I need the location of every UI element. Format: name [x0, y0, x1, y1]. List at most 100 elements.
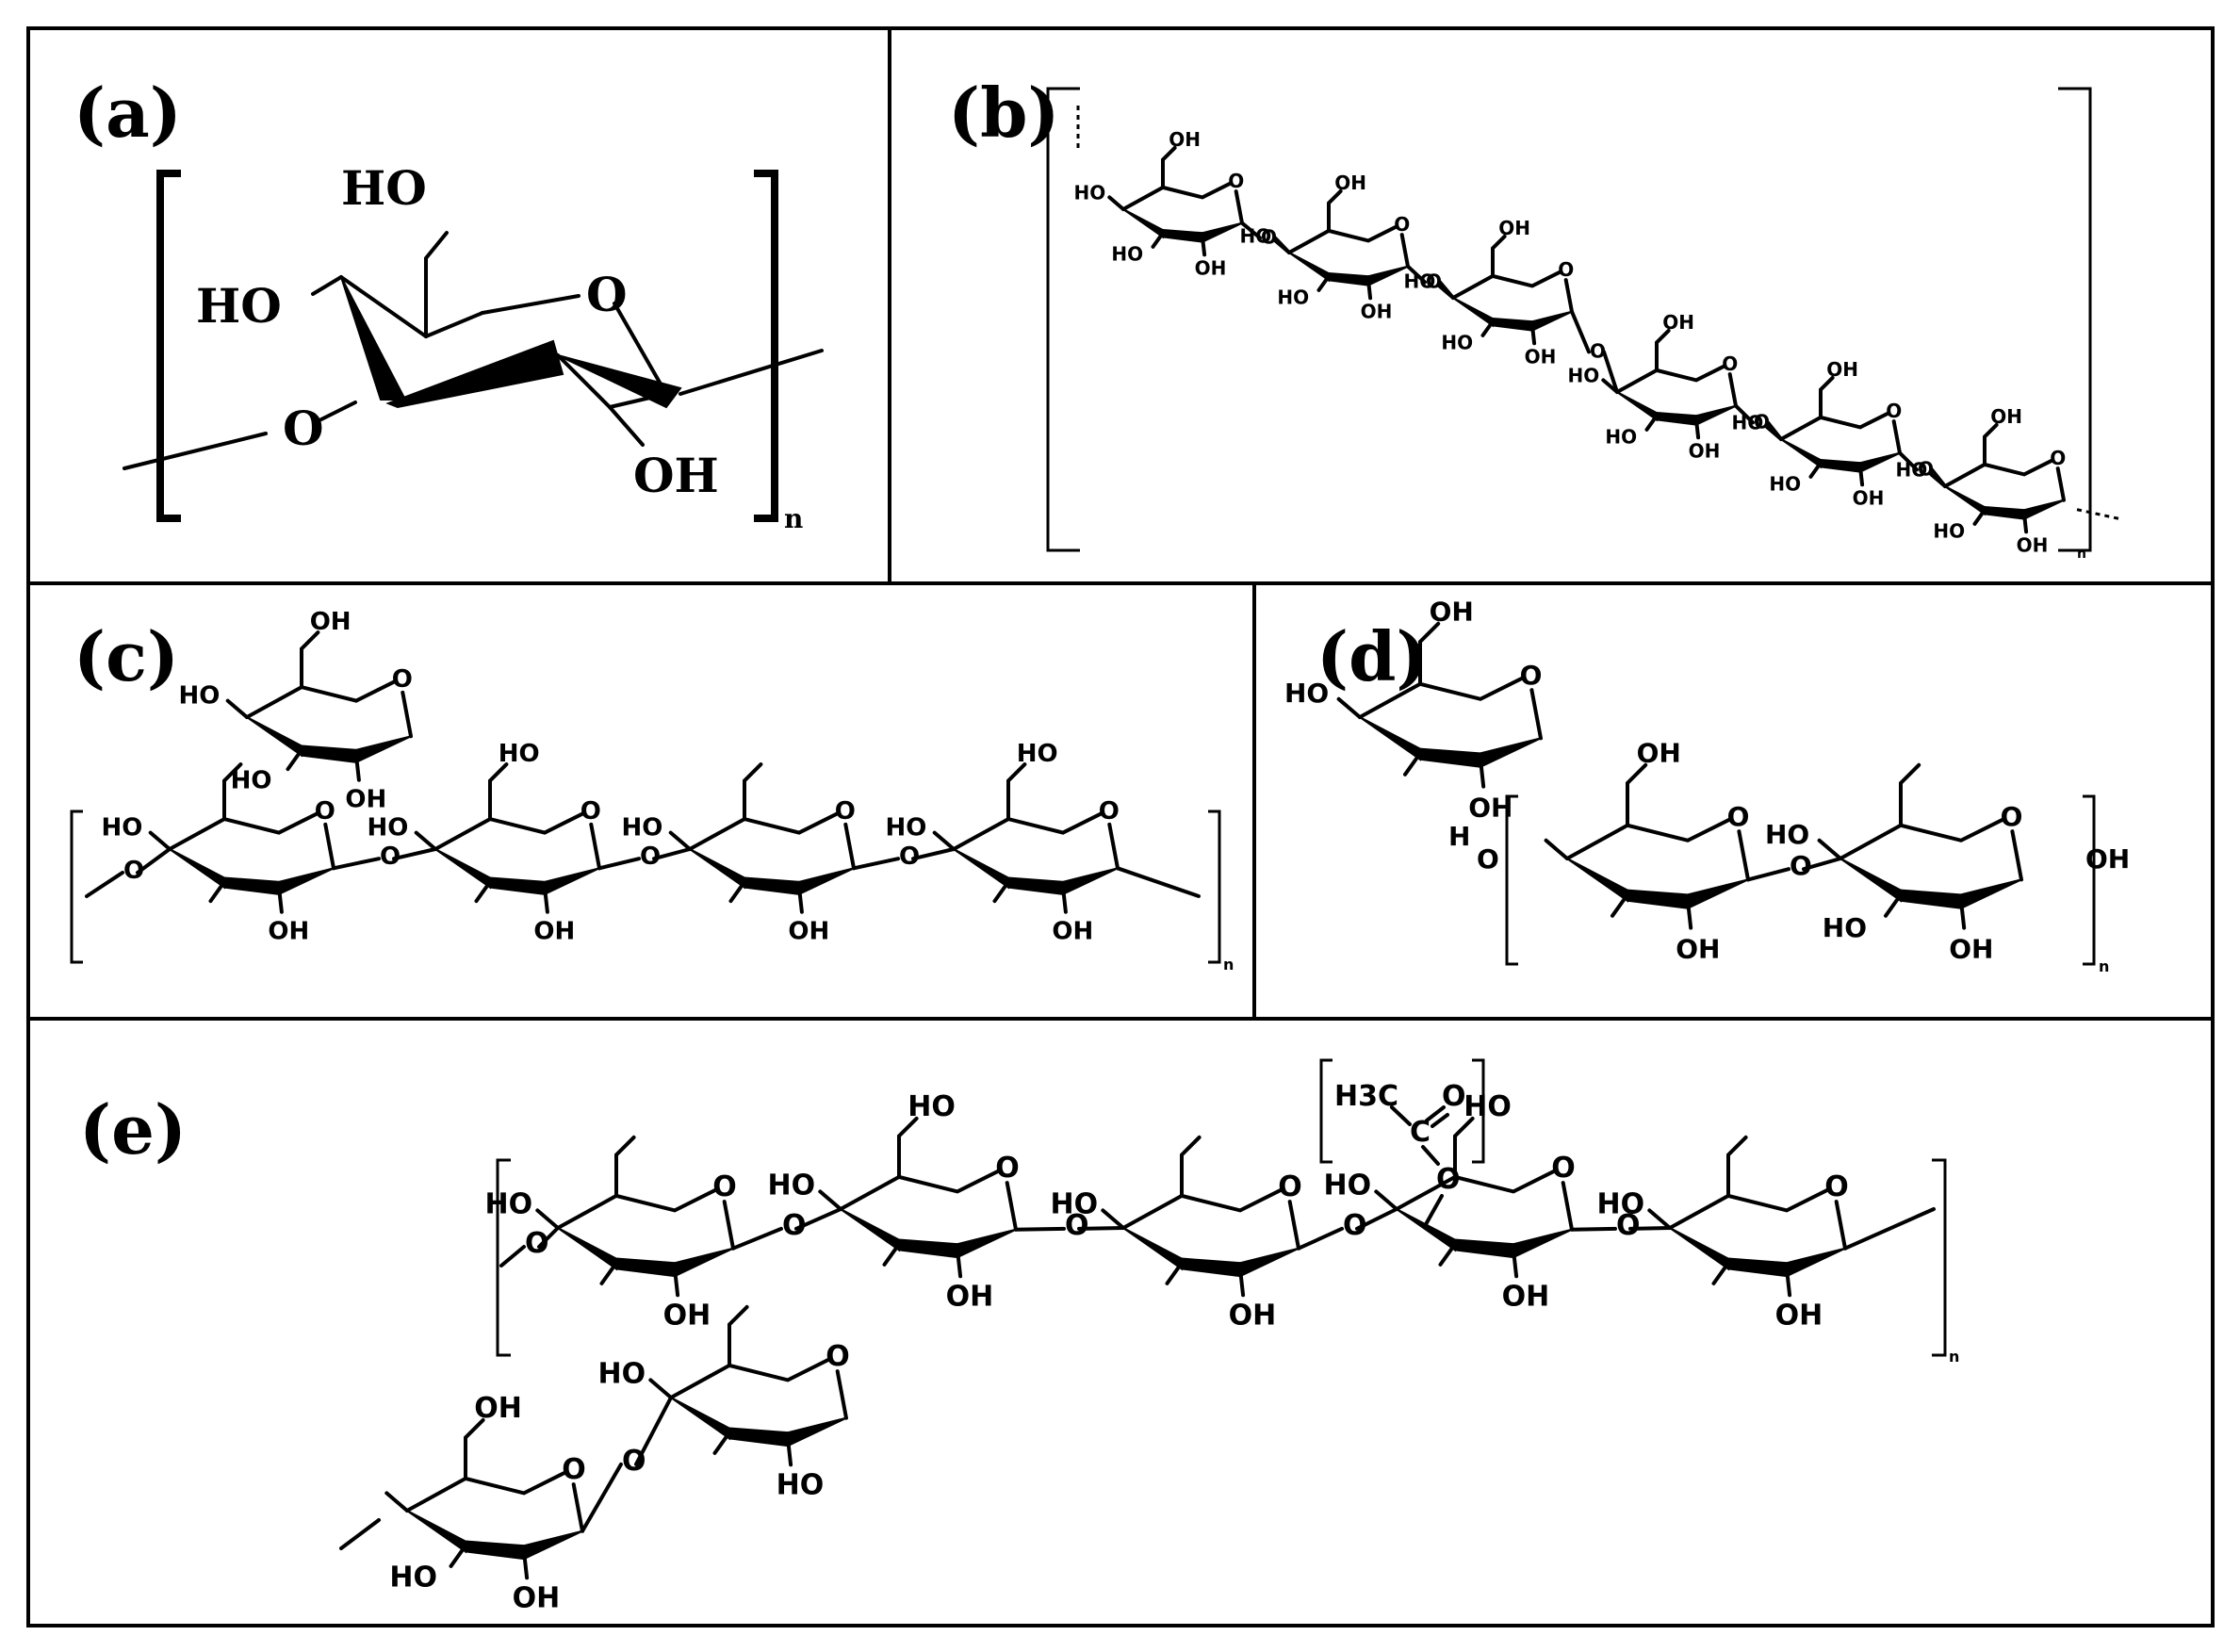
atom-label: H3C: [1334, 1080, 1398, 1113]
atom-label: HO: [622, 814, 663, 842]
repeat-subscript: n: [784, 503, 803, 534]
repeat-subscript: n: [1223, 956, 1234, 973]
atom-label: O: [1727, 801, 1750, 832]
atom-label: HO: [1769, 473, 1801, 496]
atom-label: HO: [1111, 243, 1143, 266]
atom-label: O: [1551, 1152, 1576, 1185]
atom-label: OH: [1502, 1280, 1550, 1313]
atom-label: OH: [1334, 172, 1366, 194]
atom-label: HO: [1765, 819, 1809, 850]
atom-label: OH: [1689, 439, 1721, 462]
atom-label: HO: [196, 278, 282, 334]
atom-label: OH: [1525, 345, 1557, 368]
panel-d-label: (d): [1316, 616, 1429, 696]
atom-label: O: [1918, 457, 1934, 480]
atom-label: O: [1477, 843, 1499, 875]
atom-label: OH: [2085, 843, 2130, 875]
atom-label: O: [380, 842, 401, 871]
atom-label: HO: [231, 766, 272, 794]
atom-label: OH: [474, 1392, 522, 1425]
atom-label: O: [580, 797, 601, 826]
atom-label: O: [1099, 797, 1120, 826]
atom-label: O: [1590, 339, 1606, 362]
atom-label: HO: [1284, 678, 1329, 709]
atom-label: OH: [2017, 533, 2049, 556]
atom-label: O: [640, 842, 661, 871]
atom-label: H: [1448, 821, 1470, 852]
atom-label: O: [586, 267, 628, 322]
atom-label: O: [995, 1152, 1020, 1185]
atom-label: OH: [1361, 300, 1393, 322]
atom-label: O: [1558, 258, 1574, 281]
panel-a-label: (a): [74, 73, 182, 153]
atom-label: HO: [886, 814, 927, 842]
atom-label: O: [1722, 352, 1738, 375]
atom-label: O: [826, 1340, 850, 1373]
repeat-subscript: n: [2077, 547, 2086, 562]
atom-label: O: [1754, 410, 1770, 433]
atom-label: OH: [788, 918, 829, 946]
atom-label: HO: [1324, 1169, 1372, 1202]
atom-label: OH: [1498, 217, 1530, 239]
atom-label: OH: [1169, 128, 1201, 151]
atom-label: HO: [777, 1468, 825, 1501]
atom-label: OH: [1990, 405, 2022, 428]
atom-label: O: [2001, 801, 2023, 832]
atom-label: O: [835, 797, 856, 826]
atom-label: OH: [1229, 1299, 1277, 1332]
panel-a-structure: HO HO O O OH n: [123, 160, 824, 534]
atom-label: O: [1278, 1170, 1302, 1203]
panel-c-label: (c): [74, 616, 179, 696]
atom-label: O: [899, 842, 920, 871]
atom-label: O: [1442, 1080, 1466, 1113]
panel-e-label: (e): [79, 1089, 187, 1169]
atom-label: O: [1228, 170, 1244, 192]
atom-label: HO: [499, 740, 540, 768]
atom-label: C: [1410, 1116, 1431, 1149]
atom-label: O: [1886, 400, 1902, 422]
atom-label: HO: [598, 1358, 646, 1391]
atom-label: HO: [907, 1090, 956, 1123]
atom-label: OH: [1662, 311, 1694, 334]
atom-label: HO: [102, 814, 143, 842]
atom-label: O: [1261, 225, 1277, 248]
atom-label: OH: [1775, 1299, 1823, 1332]
atom-label: OH: [663, 1299, 711, 1332]
panel-e-structure: H3C C O O OHOOHOOHOHOOHOOHOOHOOHOHOOHOOH…: [339, 1058, 1959, 1614]
atom-label: OH: [1676, 934, 1720, 965]
atom-label: HO: [1823, 912, 1867, 943]
atom-label: O: [392, 665, 413, 694]
atom-label: O: [525, 1227, 549, 1260]
atom-label: O: [1616, 1209, 1641, 1242]
atom-label: OH: [1853, 486, 1885, 509]
atom-label: OH: [1949, 934, 1993, 965]
atom-label: HO: [1404, 270, 1436, 293]
atom-label: O: [315, 797, 335, 826]
atom-label: HO: [1605, 426, 1637, 449]
atom-label: HO: [1441, 332, 1473, 354]
atom-label: OH: [1430, 597, 1474, 628]
atom-label: OH: [633, 448, 719, 503]
atom-label: O: [123, 857, 144, 885]
atom-label: HO: [1277, 286, 1309, 309]
atom-label: HO: [1051, 1188, 1099, 1221]
atom-label: O: [1426, 270, 1442, 292]
atom-label: O: [1394, 213, 1410, 236]
atom-label: OH: [1826, 358, 1858, 381]
